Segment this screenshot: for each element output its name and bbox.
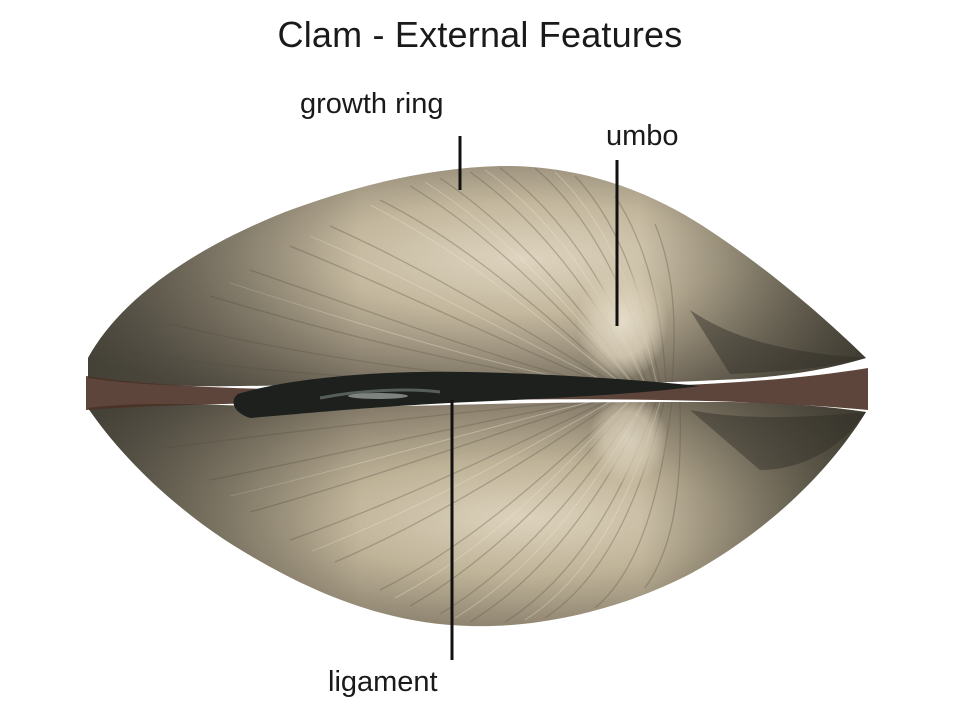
label-ligament: ligament [328,666,438,698]
upper-valve-growth-rings [88,165,866,387]
ligament [233,371,701,418]
diagram-title: Clam - External Features [277,14,683,55]
lower-valve-growth-rings [88,402,866,627]
label-growth-ring: growth ring [300,88,444,120]
label-umbo: umbo [606,120,679,152]
